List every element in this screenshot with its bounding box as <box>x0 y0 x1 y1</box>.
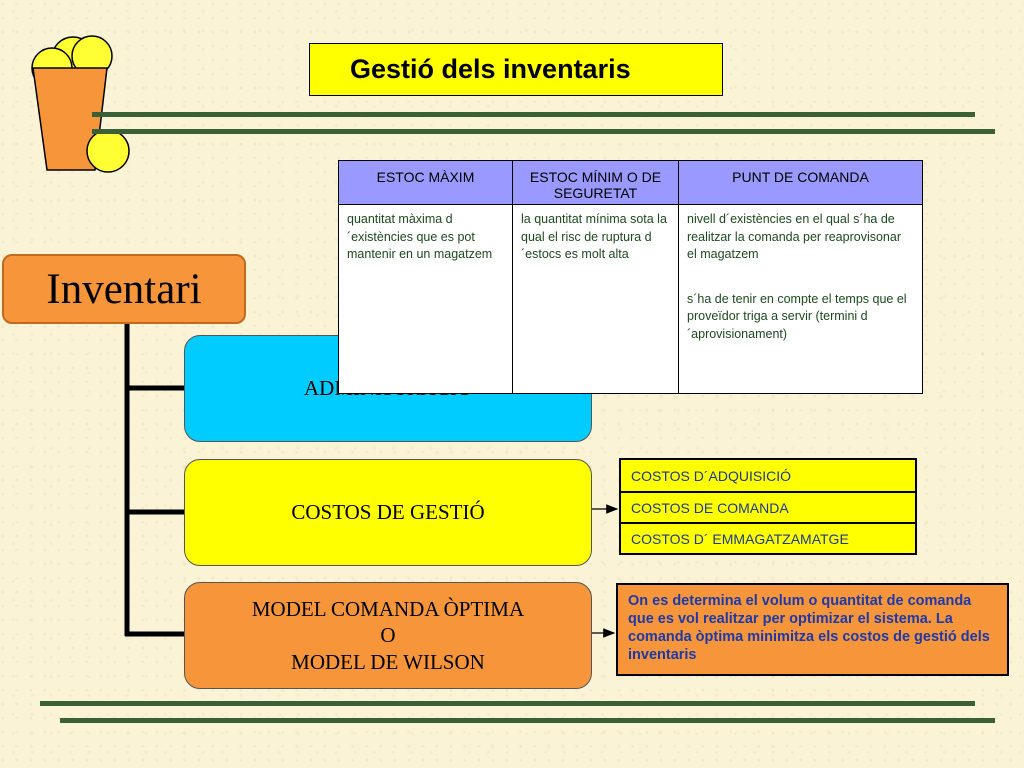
cell-punt-comanda: nivell d´existències en el qual s´ha de … <box>678 204 923 394</box>
costs-list: COSTOS D´ADQUISICIÓ COSTOS DE COMANDA CO… <box>619 458 917 555</box>
node-model-line3: MODEL DE WILSON <box>291 649 485 674</box>
header-punt-comanda: PUNT DE COMANDA <box>678 160 923 205</box>
header-estoc-minim: ESTOC MÍNIM O DE SEGURETAT <box>512 160 679 205</box>
bottom-divider-line-2 <box>60 718 995 723</box>
node-costos-label: COSTOS DE GESTIÓ <box>291 500 485 525</box>
stock-table-body-row: quantitat màxima d´existències que es po… <box>338 204 923 394</box>
cell-estoc-minim: la quantitat mínima sota la qual el risc… <box>512 204 679 394</box>
cell-estoc-maxim: quantitat màxima d´existències que es po… <box>338 204 513 394</box>
costs-item-adquisicio: COSTOS D´ADQUISICIÓ <box>631 467 791 484</box>
node-costos-gestio: COSTOS DE GESTIÓ <box>184 459 592 566</box>
node-model-wilson: MODEL COMANDA ÒPTIMA O MODEL DE WILSON <box>184 582 592 689</box>
root-node-inventari: Inventari <box>2 254 246 324</box>
cell-punt-comanda-note: s´ha de tenir en compte el temps que el … <box>687 291 907 341</box>
cell-punt-comanda-text: nivell d´existències en el qual s´ha de … <box>687 212 901 261</box>
top-divider-line <box>92 112 975 117</box>
stock-table-header-row: ESTOC MÀXIM ESTOC MÍNIM O DE SEGURETAT P… <box>338 160 923 205</box>
costs-item-comanda: COSTOS DE COMANDA <box>621 491 915 522</box>
costs-item-emmagatzamatge: COSTOS D´ EMMAGATZAMATGE <box>621 522 915 553</box>
node-model-line1: MODEL COMANDA ÒPTIMA <box>251 597 525 622</box>
top-divider-line-2 <box>92 129 995 134</box>
wilson-description: On es determina el volum o quantitat de … <box>616 583 1009 676</box>
page-title: Gestió dels inventaris <box>309 43 723 96</box>
node-model-line2: O <box>380 623 396 648</box>
header-estoc-maxim: ESTOC MÀXIM <box>338 160 513 205</box>
stock-table: ESTOC MÀXIM ESTOC MÍNIM O DE SEGURETAT P… <box>338 160 923 394</box>
bottom-divider-line <box>40 701 975 706</box>
lemon-cup-icon <box>31 35 130 173</box>
